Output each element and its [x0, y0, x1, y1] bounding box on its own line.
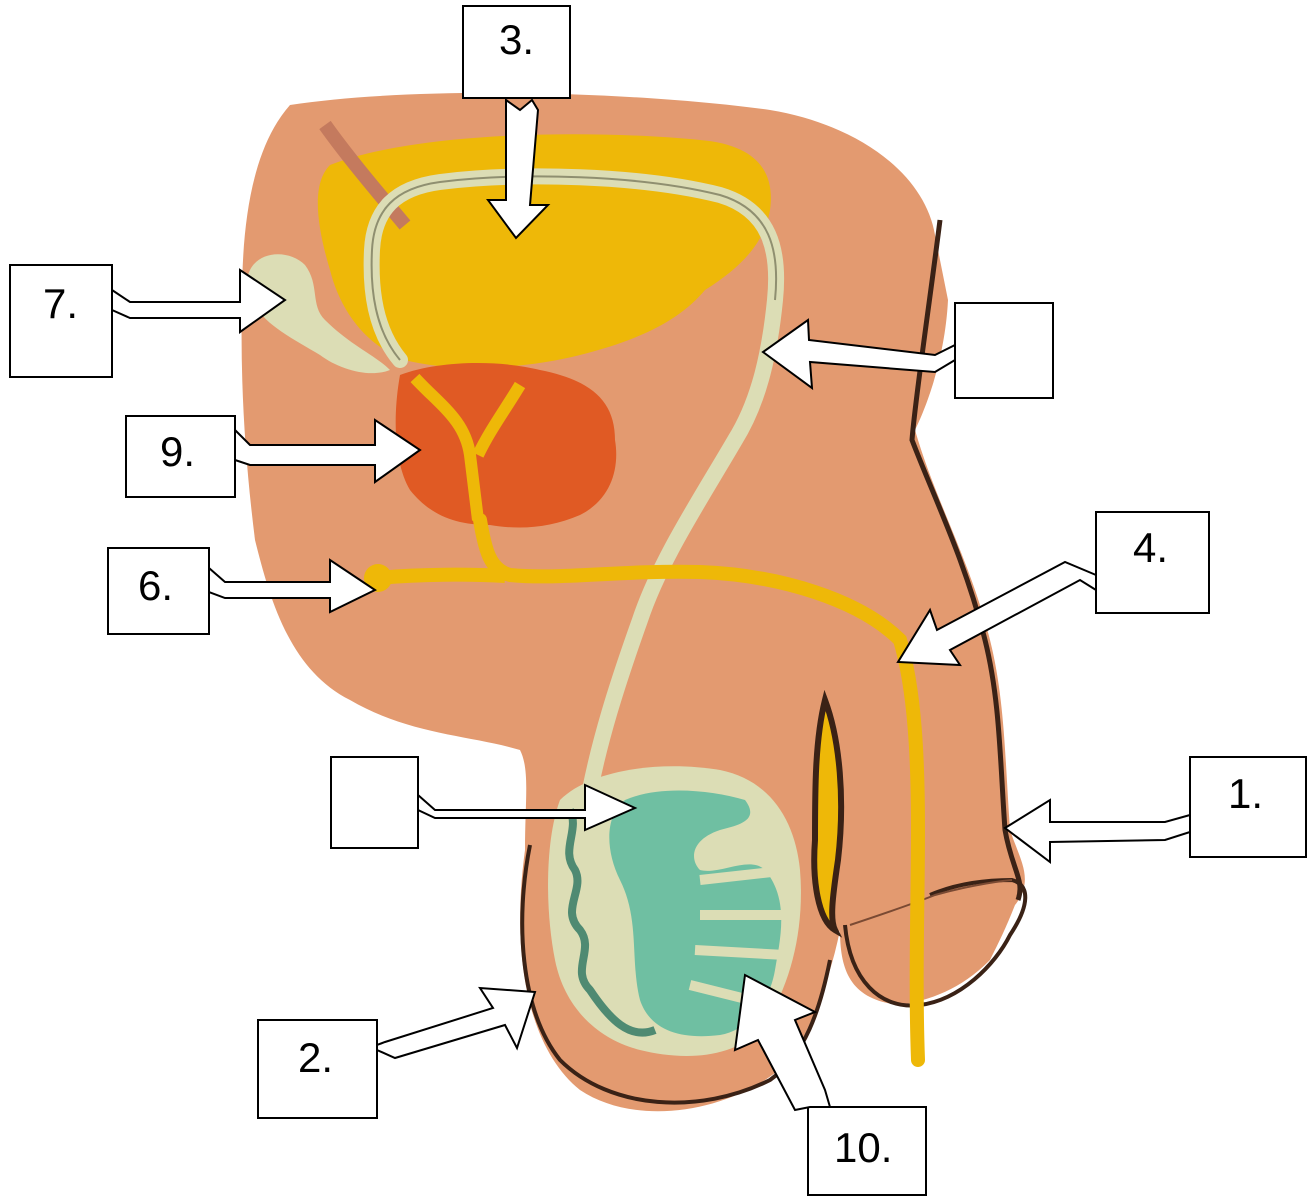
arrow-1 — [1005, 800, 1190, 862]
label-box-blank-right — [955, 303, 1053, 398]
label-text-4: 4. — [1133, 524, 1168, 571]
arrow-2 — [377, 988, 535, 1058]
label-text-6: 6. — [138, 562, 173, 609]
label-text-7: 7. — [43, 280, 78, 327]
label-box-4: 4. — [1096, 512, 1209, 613]
label-box-3: 3. — [463, 6, 570, 98]
label-box-1: 1. — [1190, 757, 1306, 857]
urethral-bulb-duct — [378, 575, 505, 578]
label-text-10: 10. — [834, 1124, 892, 1171]
label-box-9: 9. — [126, 416, 235, 497]
label-box-blank-left — [331, 757, 418, 848]
label-box-2: 2. — [258, 1020, 377, 1118]
label-text-1: 1. — [1228, 770, 1263, 817]
label-box-6: 6. — [108, 548, 209, 634]
label-box-7: 7. — [10, 265, 112, 377]
label-box-10: 10. — [808, 1107, 926, 1195]
label-text-9: 9. — [160, 428, 195, 475]
label-text-3: 3. — [499, 16, 534, 63]
label-text-2: 2. — [298, 1034, 333, 1081]
